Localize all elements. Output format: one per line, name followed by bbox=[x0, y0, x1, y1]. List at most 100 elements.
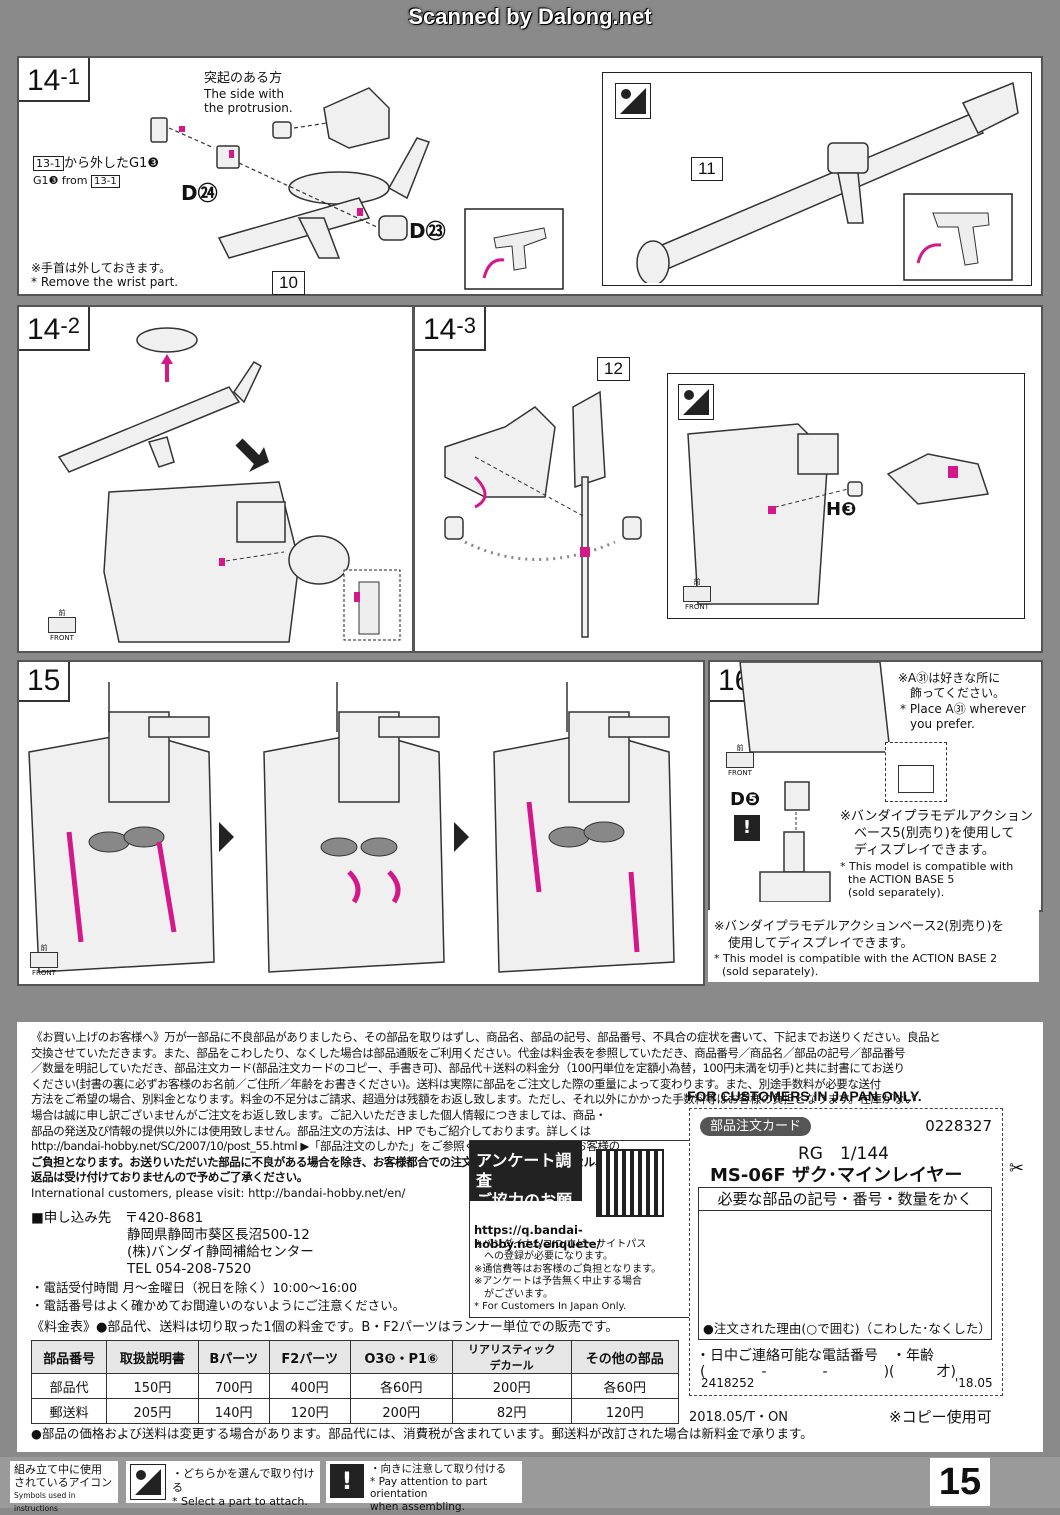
step-16-panel: 16 ※A㉛は好きな所に 飾ってください。 * Place A㉛ whereve… bbox=[708, 660, 1043, 912]
price-header-cell: リアリスティックデカール bbox=[451, 1340, 572, 1374]
base5-note-jp-1: ※バンダイプラモデルアクション bbox=[840, 809, 1033, 824]
price-row-cell: 400円 bbox=[268, 1373, 351, 1399]
order-card-grade: RG 1/144 bbox=[798, 1144, 889, 1164]
select-callout-14-1: 11 bbox=[602, 72, 1032, 286]
japan-only-label: FOR CUSTOMERS IN JAPAN ONLY. bbox=[687, 1088, 922, 1104]
part-d24-label: D㉔ bbox=[181, 181, 218, 205]
step-16-illustration bbox=[739, 662, 891, 902]
watermark: Scanned by Dalong.net bbox=[408, 4, 652, 29]
price-note: 《料金表》●部品代、送料は切り取った1個の料金です。B・F2パーツはランナー単位… bbox=[31, 1320, 619, 1335]
select-part-icon bbox=[678, 384, 714, 420]
base5-note-en-3: (sold separately). bbox=[848, 886, 945, 899]
price-row-cell: 郵送料 bbox=[30, 1398, 108, 1424]
step-number: 14-1 bbox=[19, 58, 90, 102]
handle-callout bbox=[464, 208, 564, 290]
phone-hours: ・電話受付時間 月～金曜日（祝日を除く）10:00～16:00 bbox=[31, 1280, 358, 1295]
order-card-code: 0228327 bbox=[925, 1117, 992, 1135]
order-card-phone: ・日中ご連絡可能な電話番号 ・年齢 bbox=[696, 1348, 934, 1364]
from-step-note-en: G1❸ from 13-1 bbox=[33, 173, 120, 189]
select-part-icon bbox=[130, 1464, 166, 1500]
order-card-phone-format[interactable]: ( - - )( 才) bbox=[700, 1364, 956, 1380]
step-14-1-panel: 14-1 突起のある方 The side with the protrusion… bbox=[17, 56, 1043, 296]
price-header-cell: Bパーツ bbox=[197, 1340, 270, 1374]
copy-ok: ※コピー使用可 bbox=[889, 1408, 992, 1426]
legend-attention: ! ・向きに注意して取り付ける* Pay attention to part o… bbox=[326, 1461, 522, 1513]
price-row-cell: 200円 bbox=[451, 1373, 572, 1399]
page-number: 15 bbox=[930, 1458, 990, 1506]
part-number-12: 12 bbox=[597, 357, 630, 381]
shoulder-illustration bbox=[687, 423, 989, 605]
price-row-cell: 140円 bbox=[197, 1398, 270, 1424]
survey-url[interactable]: https://q.bandai-hobby.net/enquete/ bbox=[474, 1223, 601, 1251]
price-header-cell: 部品番号 bbox=[30, 1340, 108, 1374]
part-d23-label: D㉓ bbox=[409, 219, 446, 243]
order-card-input-area[interactable]: ●注文された理由(○で囲む)（こわした･なくした） bbox=[698, 1209, 992, 1340]
attention-icon: ! bbox=[330, 1464, 364, 1498]
attention-icon: ! bbox=[734, 815, 760, 841]
base5-note-en-1: * This model is compatible with bbox=[840, 860, 1014, 873]
printed-date: 2018.05/T・ON bbox=[689, 1410, 789, 1425]
apply-address: ■申し込み先 〒420-8681 静岡県静岡市葵区長沼500-12 (株)バンダ… bbox=[31, 1210, 314, 1277]
order-card-model: MS-06F ザク･マインレイヤー bbox=[710, 1165, 963, 1186]
price-row-cell: 120円 bbox=[570, 1398, 680, 1424]
step-number: 15 bbox=[19, 662, 71, 702]
price-row-cell: 200円 bbox=[349, 1398, 453, 1424]
protrusion-note-en-1: The side with bbox=[204, 87, 284, 101]
order-card-instruction: 必要な部品の記号・番号・数量をかく bbox=[698, 1187, 992, 1211]
price-header-cell: O3❽・P1⑥ bbox=[349, 1340, 453, 1374]
price-row-cell: 各60円 bbox=[349, 1373, 453, 1399]
price-header-cell: その他の部品 bbox=[570, 1340, 680, 1374]
base5-note-jp-3: ディスプレイできます。 bbox=[854, 843, 995, 858]
a31-note-jp-1: ※A㉛は好きな所に bbox=[898, 671, 1001, 685]
card-date: '18.05 bbox=[955, 1376, 993, 1390]
step-number: 14-2 bbox=[19, 307, 90, 351]
international-link[interactable]: International customers, please visit: h… bbox=[31, 1185, 406, 1200]
survey-notes: ※バンダイナムコID/ホビーサイトパスへの登録が必要になります。 ※通信費等はお… bbox=[474, 1239, 662, 1313]
price-header-cell: F2パーツ bbox=[268, 1340, 351, 1374]
part-h3-label: H❸ bbox=[826, 499, 857, 520]
legend-select: ・どちらかを選んで取り付ける* Select a part to attach. bbox=[126, 1461, 320, 1508]
step-14-2-illustration bbox=[57, 327, 401, 643]
select-part-icon bbox=[615, 83, 651, 119]
step-14-1-illustration bbox=[150, 87, 430, 259]
price-header-cell: 取扱説明書 bbox=[106, 1340, 199, 1374]
part-d5-label: D❺ bbox=[730, 789, 761, 810]
base-callout bbox=[885, 742, 947, 802]
a31-note-en-1: * Place A㉛ wherever bbox=[900, 702, 1026, 716]
customer-info-section: 《お買い上げのお客様へ》万が一部品に不良部品がありましたら、その部品を取りはずし… bbox=[17, 1022, 1043, 1452]
protrusion-note-en-2: the protrusion. bbox=[204, 101, 293, 115]
survey-box: アンケート調査ご協力のお願い https://q.bandai-hobby.ne… bbox=[469, 1140, 691, 1318]
order-card: 部品注文カード 0228327 RG 1/144 MS-06F ザク･マインレイ… bbox=[689, 1108, 1003, 1396]
step-15-illustration bbox=[28, 682, 675, 973]
qr-code[interactable] bbox=[596, 1149, 664, 1217]
survey-title: アンケート調査ご協力のお願い bbox=[470, 1141, 582, 1230]
card-number: 2418252 bbox=[701, 1376, 755, 1390]
price-row-cell: 150円 bbox=[106, 1373, 199, 1399]
part-number-11: 11 bbox=[691, 157, 723, 181]
step-number: 14-3 bbox=[415, 307, 486, 351]
price-row-cell: 205円 bbox=[106, 1398, 199, 1424]
price-row-cell: 各60円 bbox=[570, 1373, 680, 1399]
base5-note-en-2: the ACTION BASE 5 bbox=[848, 873, 955, 886]
price-change-note: ●部品の価格および送料は変更する場合があります。部品代には、消費税が含まれていま… bbox=[31, 1426, 813, 1441]
price-row-cell: 82円 bbox=[451, 1398, 572, 1424]
phone-check: ・電話番号はよく確かめてお間違いのないようにご注意ください。 bbox=[31, 1298, 406, 1313]
base5-note-jp-2: ベース5(別売り)を使用して bbox=[854, 826, 1015, 841]
price-row-cell: 部品代 bbox=[30, 1373, 108, 1399]
protrusion-note-jp: 突起のある方 bbox=[204, 71, 283, 86]
price-row-cell: 700円 bbox=[197, 1373, 270, 1399]
step-14-3-left-illustration bbox=[444, 390, 642, 638]
scissors-icon: ✂ bbox=[1009, 1158, 1025, 1179]
grip-callout bbox=[903, 193, 1013, 281]
